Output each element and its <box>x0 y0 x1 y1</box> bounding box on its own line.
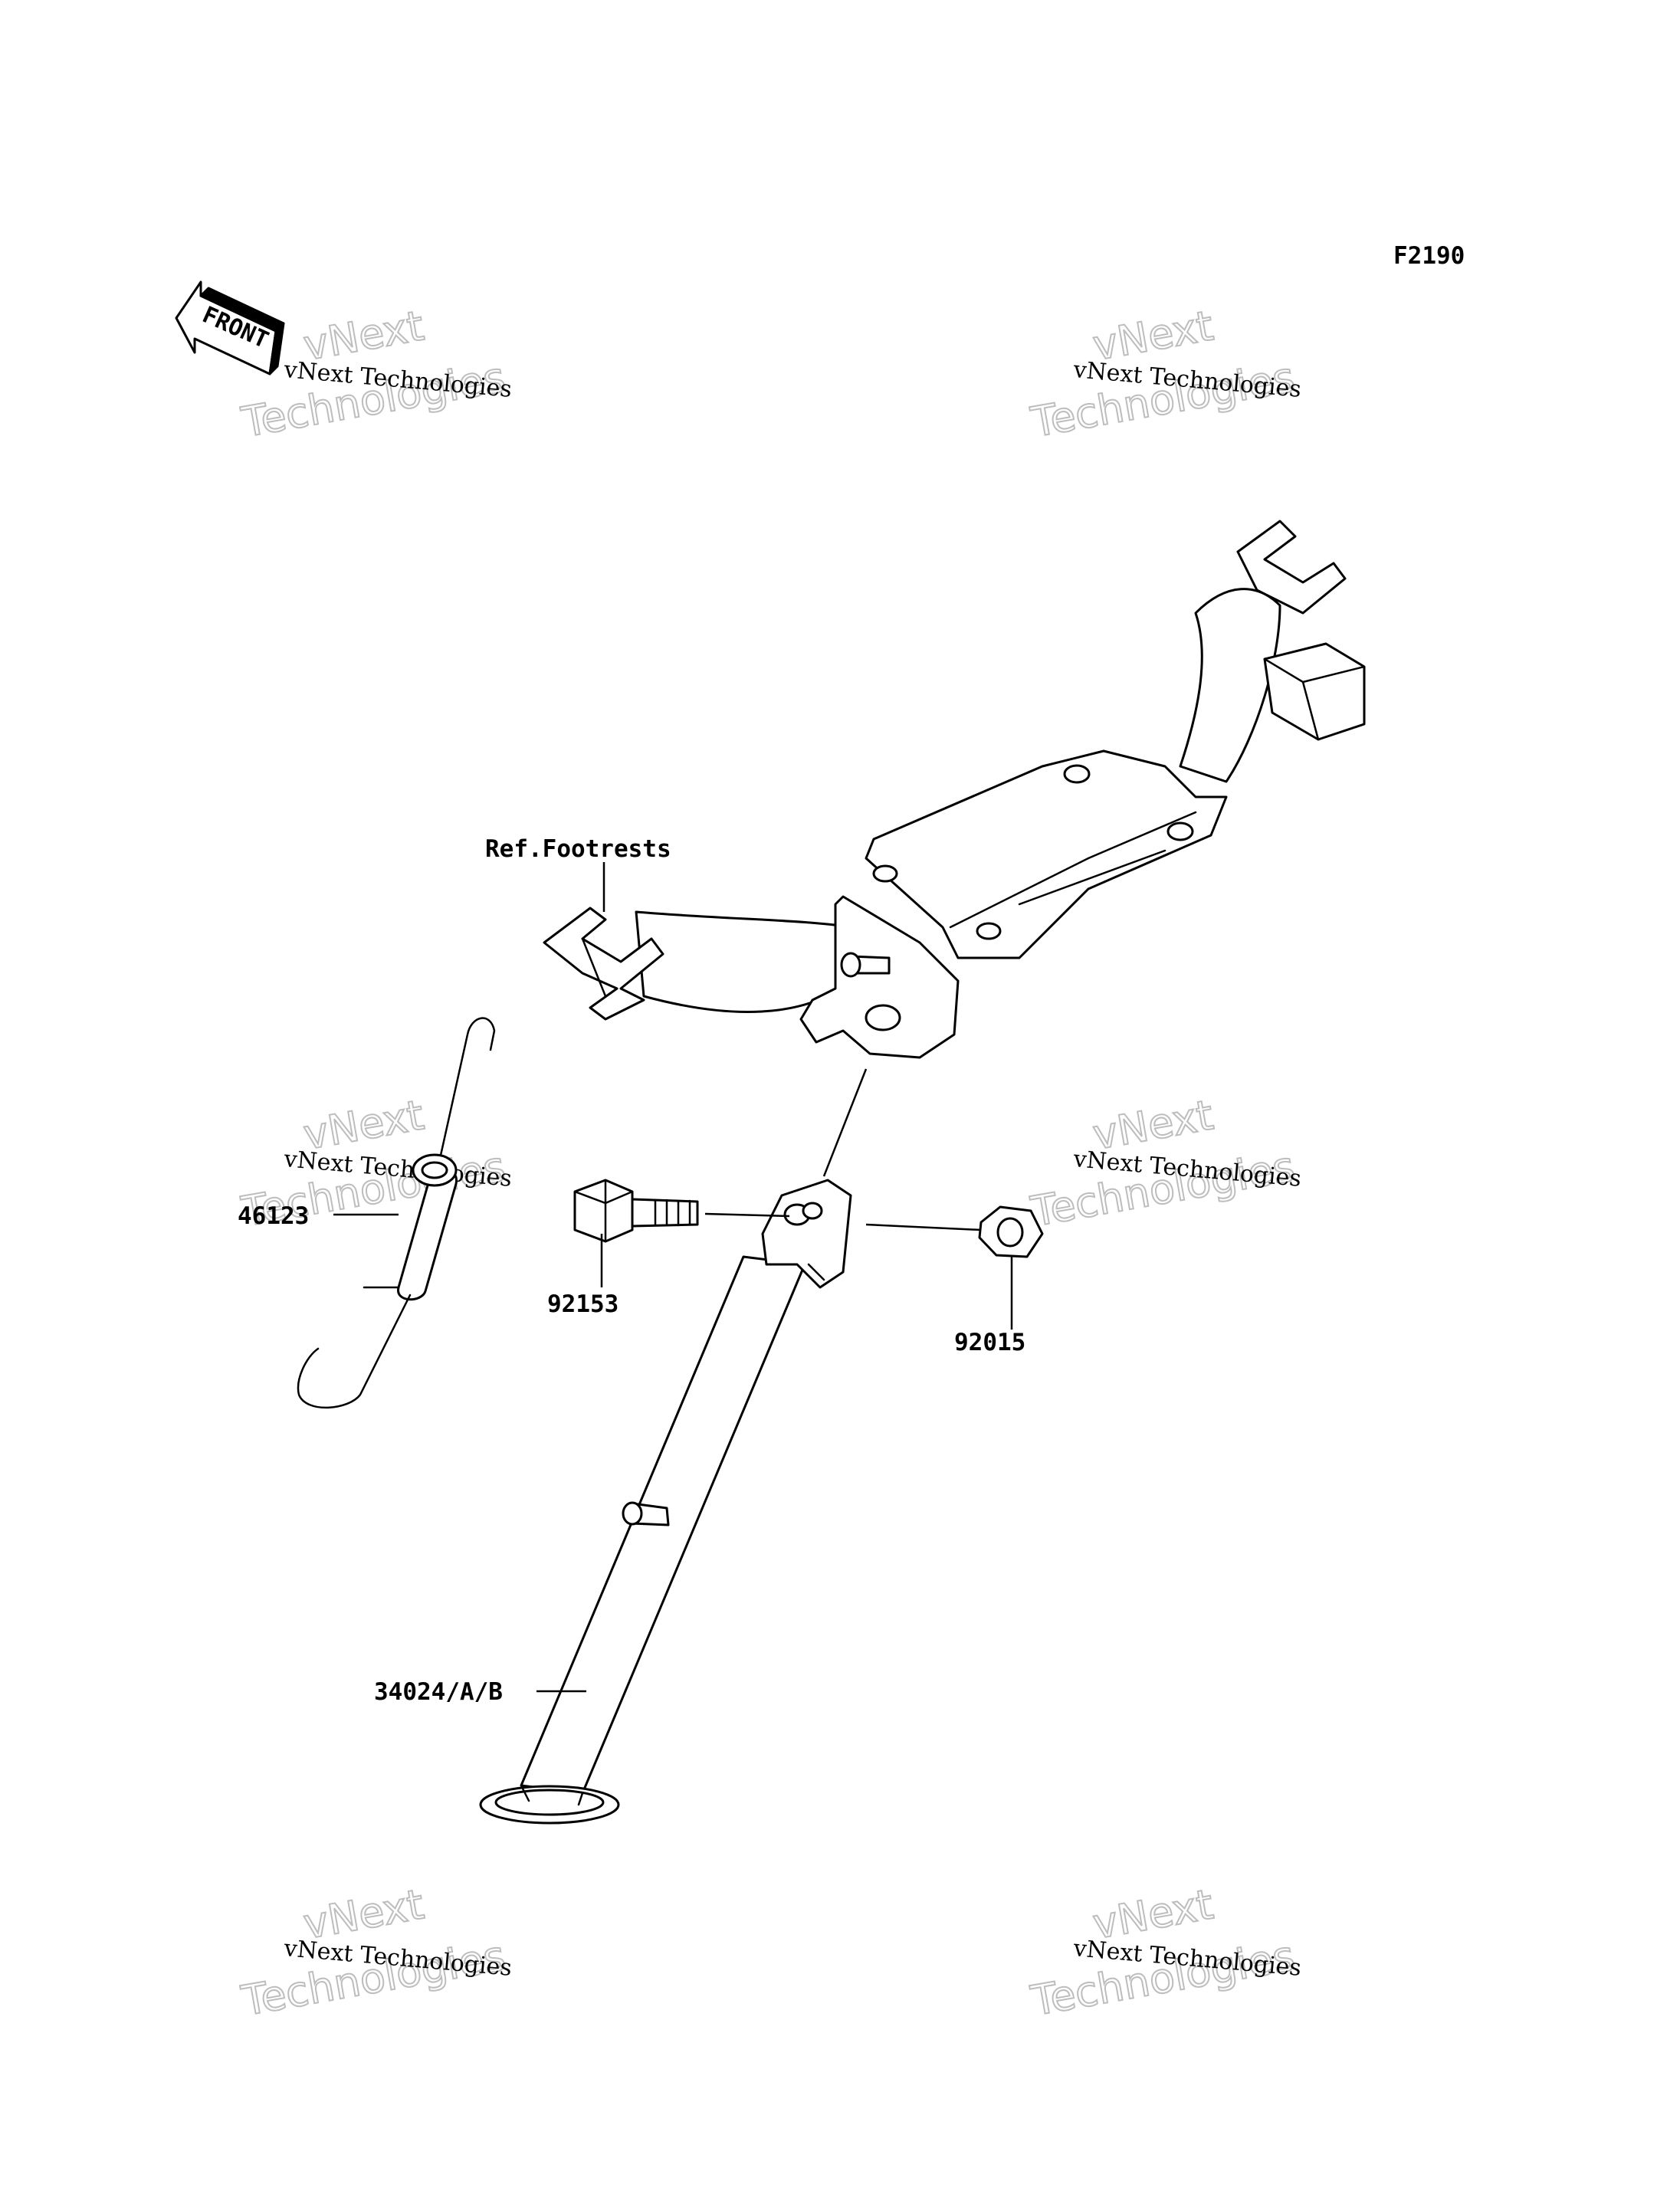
nut-part <box>978 1205 1044 1258</box>
side-stand-part <box>479 1179 852 1825</box>
callout-46123: 46123 <box>238 1202 309 1230</box>
figure-code: F2190 <box>1393 242 1465 270</box>
footrest-frame <box>543 520 1366 1059</box>
watermark-mid-right: vNext Technologies vNext Technologies <box>1026 1090 1302 1237</box>
bolt-part <box>573 1179 699 1243</box>
callout-92153: 92153 <box>547 1290 619 1318</box>
watermark-bottom-right: vNext Technologies vNext Technologies <box>1026 1879 1302 2026</box>
callout-ref-footrests: Ref.Footrests <box>485 835 671 863</box>
front-arrow-icon: FRONT <box>175 280 285 375</box>
watermark-bottom-left: vNext Technologies vNext Technologies <box>237 1879 513 2026</box>
callout-92015: 92015 <box>954 1329 1025 1356</box>
spring-part <box>297 1017 496 1409</box>
leader-lines <box>333 862 1013 1693</box>
watermark-top-right: vNext Technologies vNext Technologies <box>1026 300 1302 448</box>
callout-34024: 34024/A/B <box>374 1678 503 1706</box>
